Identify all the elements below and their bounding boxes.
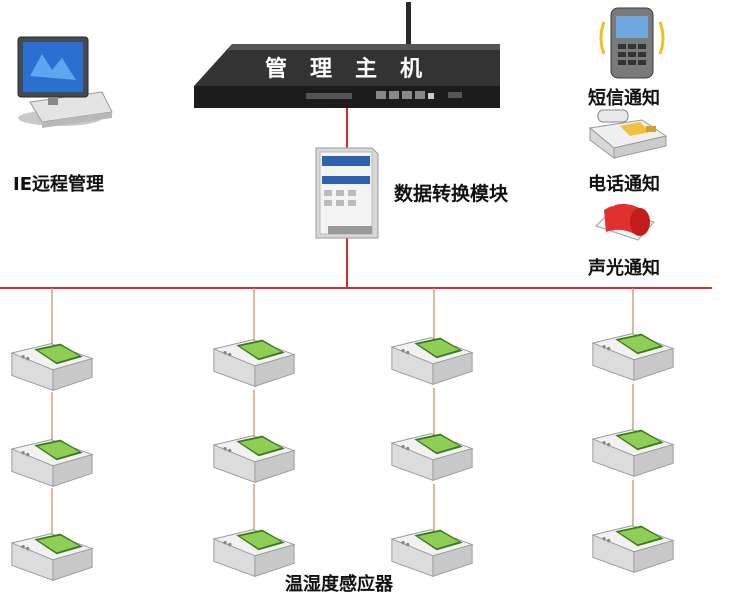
mobile-phone-icon: [599, 7, 665, 79]
computer-icon: [17, 36, 113, 128]
host-chassis: [194, 2, 500, 108]
sensor-device-icon: [11, 343, 93, 391]
host-title-char-4: 机: [400, 57, 422, 82]
sensor-device-icon: [592, 333, 674, 381]
sensor-device-icon: [213, 339, 295, 387]
converter-label: 数据转换模块: [394, 182, 509, 205]
sensor-grid: [11, 333, 674, 581]
sensor-device-icon: [391, 433, 473, 481]
sensor-device-icon: [213, 529, 295, 577]
sensor-device-icon: [11, 533, 93, 581]
converter-module-icon: [315, 147, 379, 239]
notification-label-phone: 电话通知: [588, 173, 660, 195]
host-title-char-3: 主: [355, 57, 377, 82]
host-title: 管 理 主 机: [265, 56, 422, 82]
sensor-device-icon: [592, 429, 674, 477]
sensor-drop-lines: [51, 288, 634, 534]
notification-label-alarm: 声光通知: [587, 257, 660, 279]
desk-phone-icon: [588, 109, 668, 159]
siren-icon: [595, 201, 655, 241]
remote-label: IE远程管理: [13, 173, 104, 195]
sensor-device-icon: [592, 525, 674, 573]
sensor-device-icon: [11, 439, 93, 487]
host-title-char-1: 管: [265, 56, 287, 82]
sensor-device-icon: [391, 529, 473, 577]
notification-label-sms: 短信通知: [588, 87, 660, 109]
sensor-device-icon: [213, 435, 295, 483]
host-title-char-2: 理: [310, 57, 332, 82]
sensor-device-icon: [391, 337, 473, 385]
sensor-label: 温湿度感应器: [285, 573, 394, 595]
